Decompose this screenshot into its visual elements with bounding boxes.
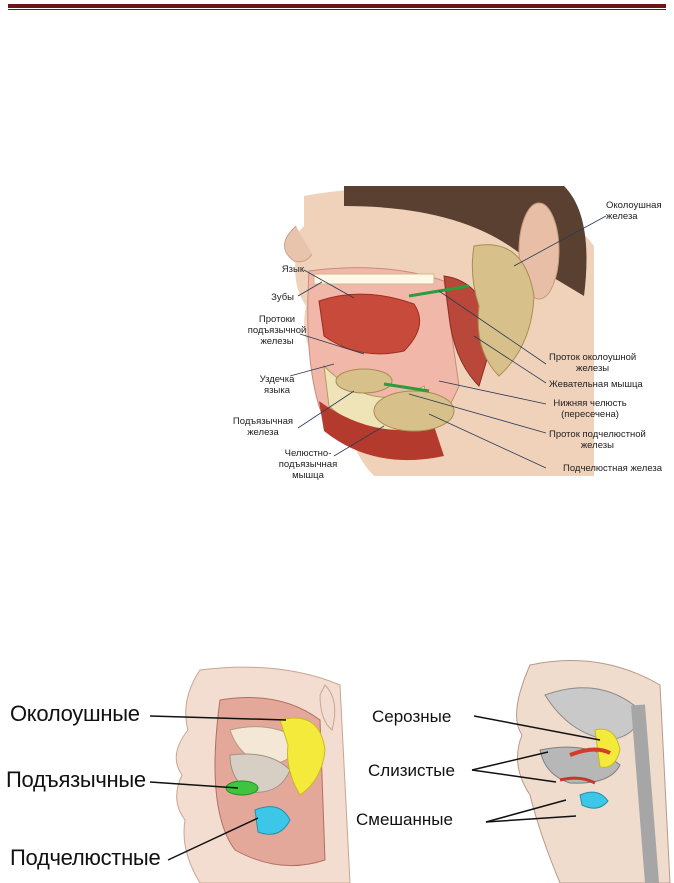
label-podyazychnaya: Подъязычная железа: [232, 416, 294, 438]
label-yazyk: Язык: [281, 264, 304, 275]
label-slizistye: Слизистые: [368, 761, 455, 780]
label-okoloushnye: Околоушные: [10, 701, 140, 726]
header-rule-thin: [8, 9, 666, 10]
anatomy-drawing: [284, 186, 607, 476]
label-zhevatelnaya: Жевательная мышца: [549, 379, 643, 390]
header-rule: [8, 4, 666, 8]
salivary-glands-illustration: [234, 186, 674, 486]
label-seroznye: Серозные: [372, 707, 452, 726]
label-smeshannye: Смешанные: [356, 810, 453, 829]
label-okoloushnaya-zheleza: Околоушная железа: [606, 200, 662, 222]
label-zuby: Зубы: [271, 292, 294, 303]
label-protok-okoloushnoy: Проток околоушной железы: [549, 352, 637, 374]
gland-types-head-illustration: [160, 660, 360, 883]
label-protok-podchelyustnoy: Проток подчелюстной железы: [549, 429, 646, 451]
label-podchelyustnye: Подчелюстные: [10, 845, 161, 870]
label-podyazychnye: Подъязычные: [6, 767, 146, 792]
sagittal-section-illustration: [500, 655, 674, 883]
label-nizhnyaya-chelyust: Нижняя челюсть (пересечена): [553, 398, 627, 420]
label-protoki: Протоки подъязычной железы: [247, 314, 307, 347]
label-podchelyustnaya: Подчелюстная железа: [563, 463, 663, 474]
label-chelyustno: Челюстно- подъязычная мышца: [278, 448, 338, 481]
head-drawing: [175, 666, 351, 883]
sagittal-drawing: [516, 660, 671, 883]
label-uzdechka: Уздечка языка: [259, 374, 295, 396]
